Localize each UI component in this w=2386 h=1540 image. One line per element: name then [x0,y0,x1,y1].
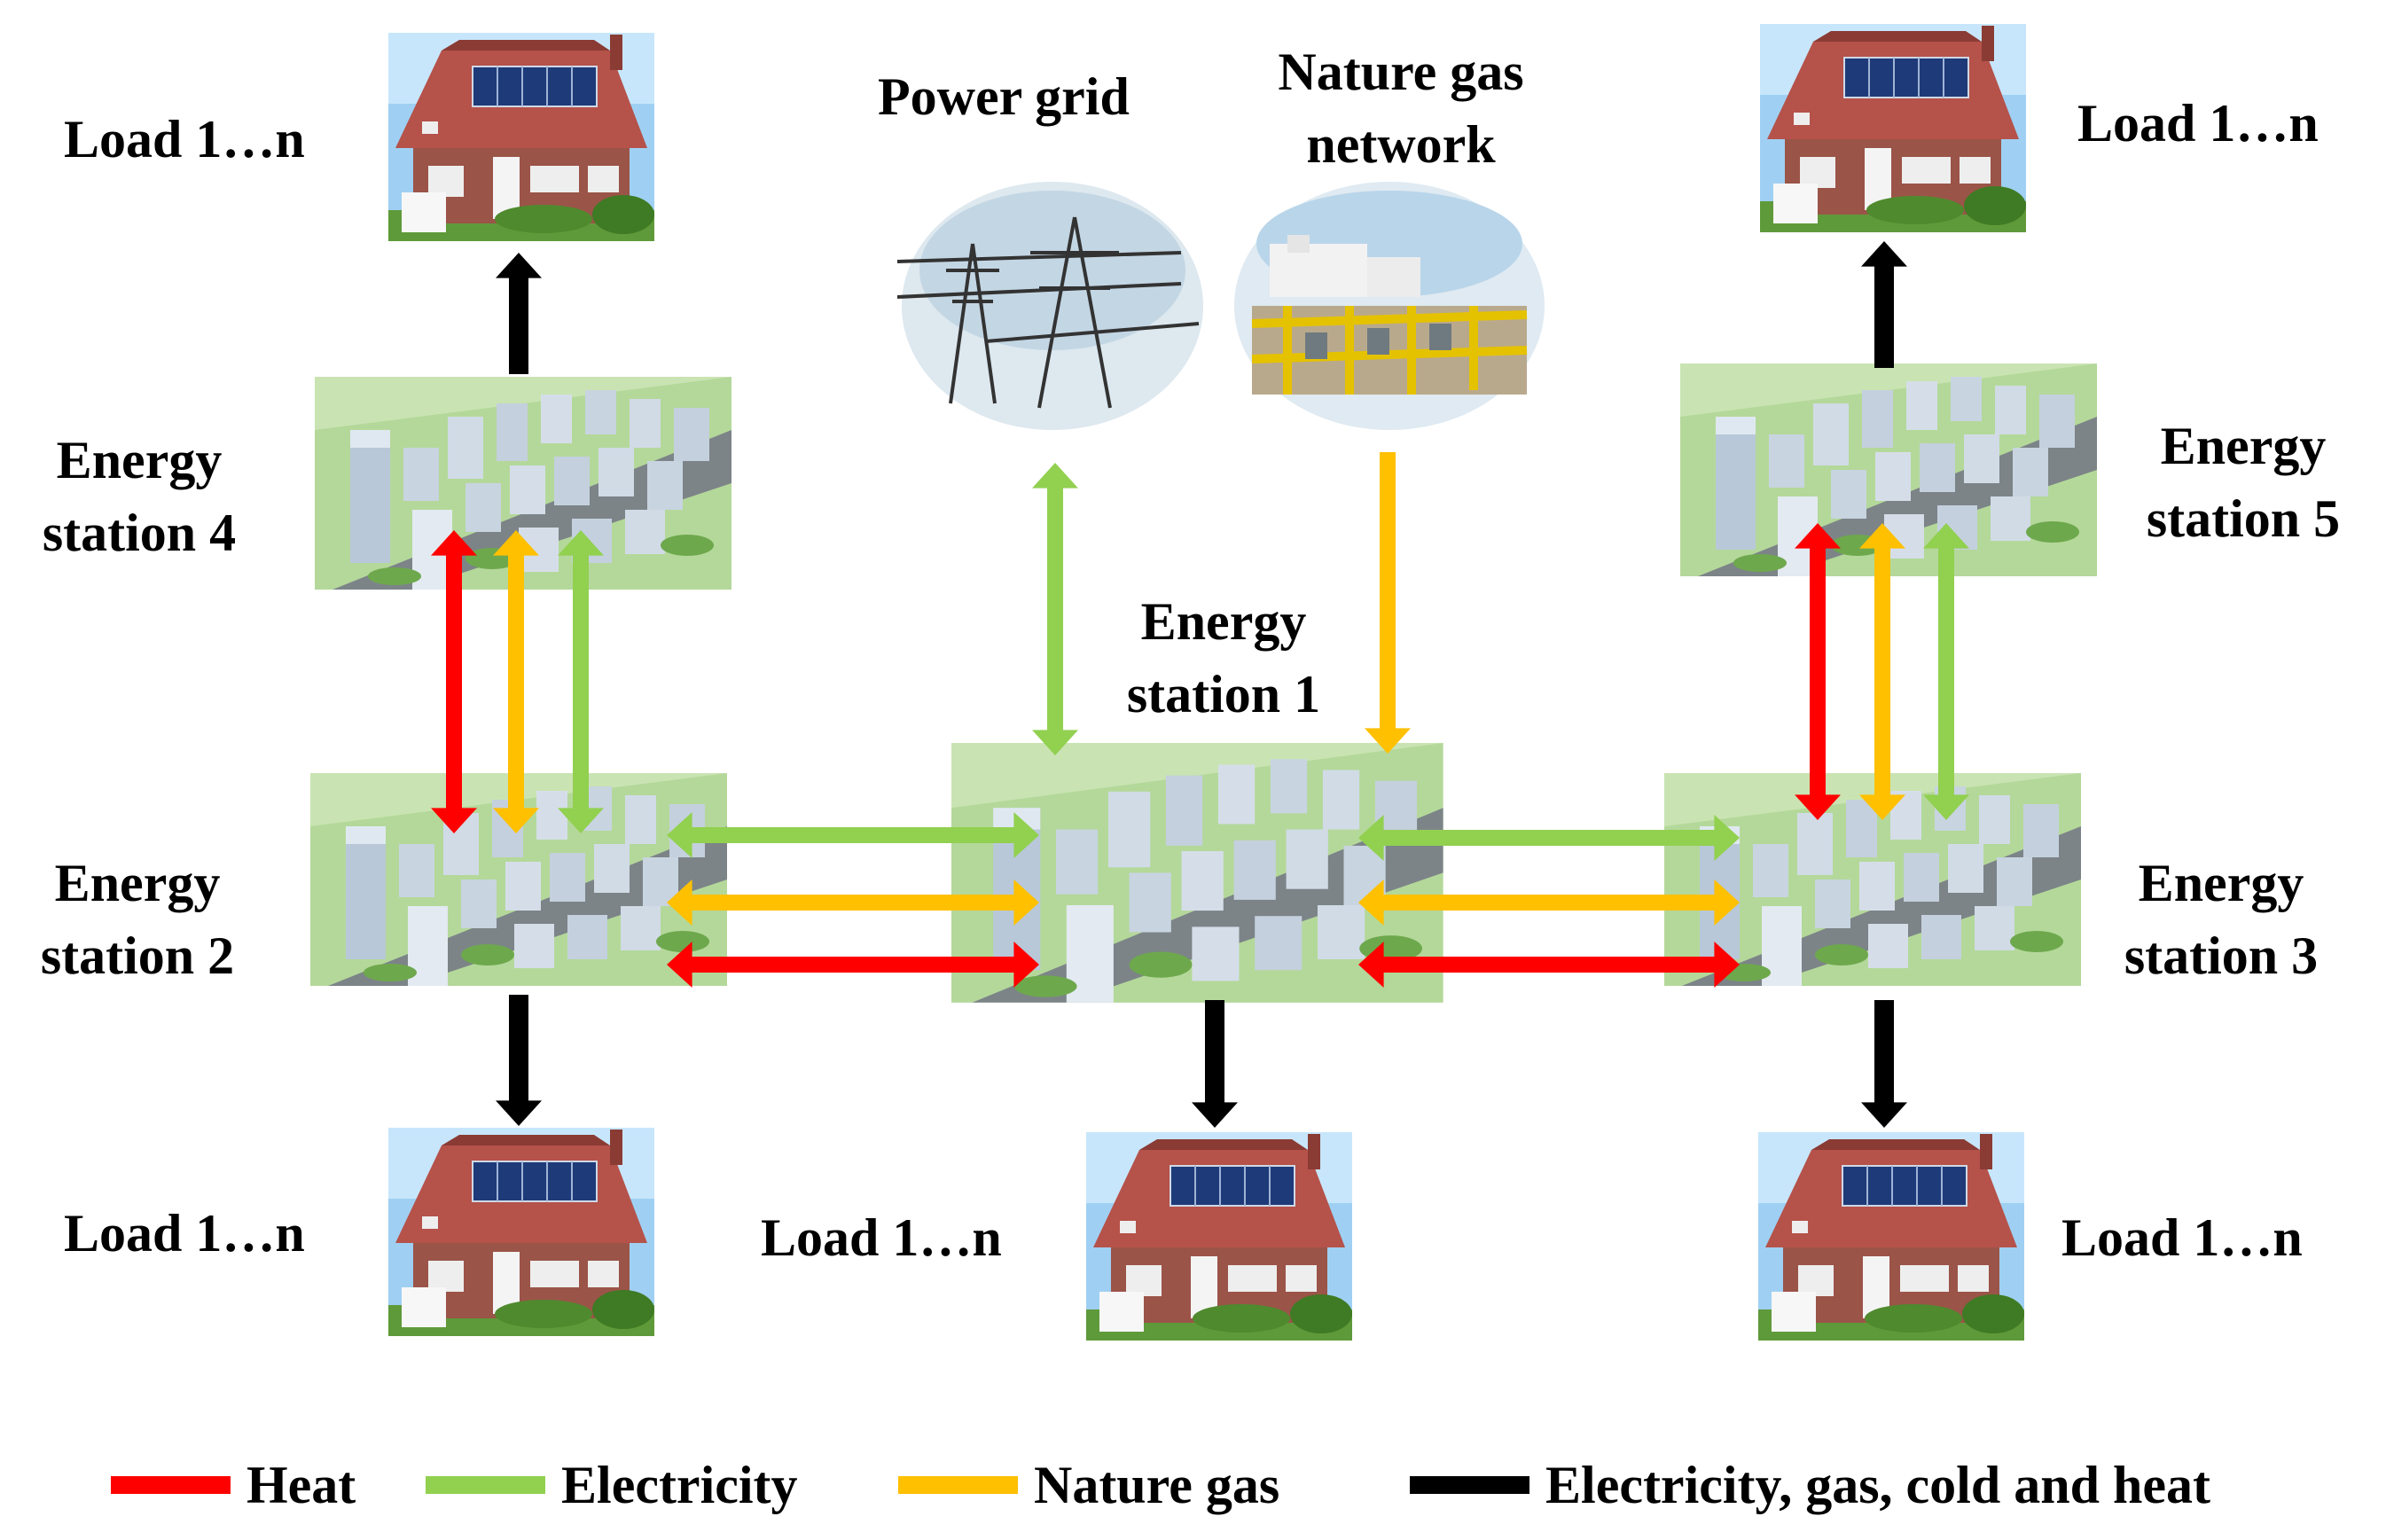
energy-station-1-label-line1: Energy [1140,592,1307,651]
heat-arrow-station3-station5 [1795,523,1841,820]
energy-station-1-label-line2: station 1 [1126,665,1321,723]
legend-label-heat: Heat [246,1455,356,1514]
combined-arrow-station4-to-load [496,253,542,374]
legend-item-electricity: Electricity [426,1454,798,1516]
heat-arrow-station1-station3 [1358,942,1740,988]
electricity-arrow-station1-station3 [1358,815,1740,861]
load-house-bottom-left [387,1127,655,1337]
gas-arrow-station2-station1 [667,879,1039,926]
electricity-arrow-grid-station1 [1032,463,1078,755]
legend-swatch-combined [1410,1476,1529,1494]
heat-arrow-station2-station1 [667,942,1039,988]
energy-station-2-label-line2: station 2 [40,926,235,985]
flow-arrows [431,241,1969,1128]
legend-label-nature-gas: Nature gas [1034,1455,1280,1514]
legend-label-electricity: Electricity [561,1455,798,1514]
energy-station-4-label-line2: station 4 [42,504,237,562]
legend-swatch-heat [111,1476,231,1494]
load-label-top-right: Load 1…n [2077,94,2319,152]
gas-network-label-line1: Nature gas [1278,43,1524,101]
load-house-bottom-center [1085,1131,1353,1341]
energy-station-3-label-line2: station 3 [2124,926,2319,985]
gas-arrow-station2-station4 [493,530,539,833]
load-label-bottom-center: Load 1…n [761,1208,1002,1267]
electricity-arrow-station3-station5 [1923,523,1969,820]
power-grid-picture [896,180,1205,432]
combined-arrow-station2-to-load [496,995,542,1126]
energy-station-2-label-line1: Energy [54,854,221,912]
legend-swatch-electricity [426,1476,545,1494]
load-house-top-right [1759,23,2027,233]
electricity-arrow-station2-station1 [667,812,1039,858]
energy-station-5-label: Energy station 5 [2115,410,2372,555]
legend-item-nature-gas: Nature gas [898,1454,1279,1516]
load-house-top-left [387,32,655,242]
gas-arrow-station3-station5 [1859,523,1905,820]
load-label-bottom-right: Load 1…n [2061,1208,2303,1267]
energy-station-4-label-line1: Energy [56,431,223,489]
energy-station-5-label-line1: Energy [2160,417,2327,475]
gas-network-label-line2: network [1306,115,1496,174]
legend-label-combined: Electricity, gas, cold and heat [1545,1455,2210,1514]
power-grid-label: Power grid [878,67,1130,126]
gas-arrow-network-to-station1 [1365,452,1411,754]
combined-arrow-station1-to-load [1192,1000,1238,1128]
load-house-bottom-right [1757,1131,2025,1341]
combined-arrow-station5-to-load [1861,241,1907,368]
gas-arrow-station1-station3 [1358,879,1740,926]
gas-network-label: Nature gas network [1224,35,1578,181]
load-label-bottom-left: Load 1…n [64,1204,305,1262]
legend-item-combined: Electricity, gas, cold and heat [1410,1454,2210,1516]
legend-swatch-nature-gas [898,1476,1018,1494]
legend-item-heat: Heat [111,1454,356,1516]
combined-arrow-station3-to-load [1861,1000,1907,1128]
energy-station-3-label: Energy station 3 [2093,847,2350,992]
heat-arrow-station2-station4 [431,530,477,833]
energy-station-3-label-line1: Energy [2138,854,2304,912]
load-label-top-left: Load 1…n [64,110,305,168]
energy-station-4-label: Energy station 4 [11,424,268,569]
energy-station-5-label-line2: station 5 [2146,489,2341,548]
energy-station-2-label: Energy station 2 [9,847,266,992]
electricity-arrow-station2-station4 [558,530,604,833]
gas-network-picture [1234,182,1545,430]
energy-station-1-label: Energy station 1 [1055,585,1392,731]
